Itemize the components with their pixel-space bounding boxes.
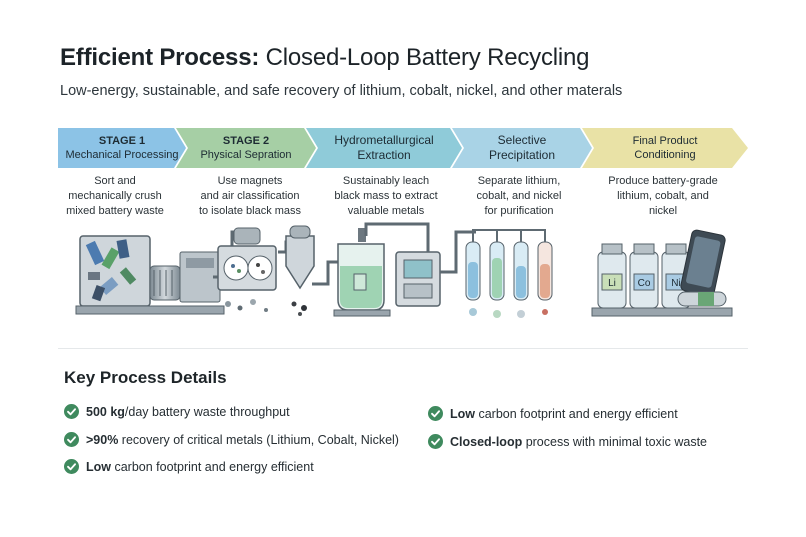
stage-label: STAGE 2 bbox=[222, 135, 270, 147]
section-divider bbox=[58, 348, 748, 349]
shredder-machine bbox=[75, 235, 225, 315]
detail-item: 500 kg/day battery waste throughput bbox=[64, 404, 290, 419]
stage-label: Selective bbox=[497, 133, 547, 147]
page-title: Efficient Process: Closed-Loop Battery R… bbox=[60, 44, 590, 71]
stage-5: Final Product Conditioning bbox=[582, 128, 748, 168]
check-circle-icon bbox=[64, 459, 79, 474]
stage-4: Selective Precipitation bbox=[452, 128, 592, 168]
chevron-shape bbox=[176, 128, 316, 168]
detail-item: >90% recovery of critical metals (Lithiu… bbox=[64, 432, 399, 447]
leaching-reactor bbox=[333, 222, 476, 317]
separator-machine bbox=[217, 225, 315, 316]
chevron-shape bbox=[58, 128, 186, 168]
stage-name: Conditioning bbox=[634, 149, 696, 161]
stage-label: Hydrometallurgical bbox=[334, 133, 434, 147]
check-circle-icon bbox=[428, 406, 443, 421]
chevron-shape bbox=[582, 128, 748, 168]
stage-name: Extraction bbox=[357, 148, 411, 162]
stage-3: Hydrometallurgical Extraction bbox=[306, 128, 462, 168]
jar-label-ni: Ni bbox=[671, 278, 680, 289]
process-illustration: Li Co Ni bbox=[75, 222, 733, 318]
jar-label-li: Li bbox=[608, 278, 616, 289]
check-circle-icon bbox=[428, 434, 443, 449]
stage-2: STAGE 2 Physical Sepration bbox=[176, 128, 316, 168]
key-details-title: Key Process Details bbox=[64, 368, 227, 387]
stage-label: STAGE 1 bbox=[98, 135, 146, 147]
jar-label-co: Co bbox=[638, 278, 651, 289]
detail-item: Closed-loop process with minimal toxic w… bbox=[428, 434, 707, 449]
detail-item: Low carbon footprint and energy efficien… bbox=[64, 459, 314, 474]
stage-label: Final Product bbox=[632, 135, 698, 147]
chevron-shape bbox=[306, 128, 462, 168]
chevron-shape bbox=[452, 128, 592, 168]
detail-item: Low carbon footprint and energy efficien… bbox=[428, 406, 678, 421]
stage-banner: STAGE 1 Mechanical Processing STAGE 2 Ph… bbox=[58, 128, 748, 168]
check-circle-icon bbox=[64, 432, 79, 447]
page-subtitle: Low-energy, sustainable, and safe recove… bbox=[60, 83, 623, 99]
stage-1: STAGE 1 Mechanical Processing bbox=[58, 128, 186, 168]
precipitation-columns bbox=[465, 229, 553, 318]
stage-name: Precipitation bbox=[488, 148, 556, 162]
stage-name: Mechanical Processing bbox=[65, 149, 179, 161]
product-jars: Li Co Ni bbox=[591, 229, 733, 317]
stage-name: Physical Sepration bbox=[200, 149, 292, 161]
check-circle-icon bbox=[64, 404, 79, 419]
